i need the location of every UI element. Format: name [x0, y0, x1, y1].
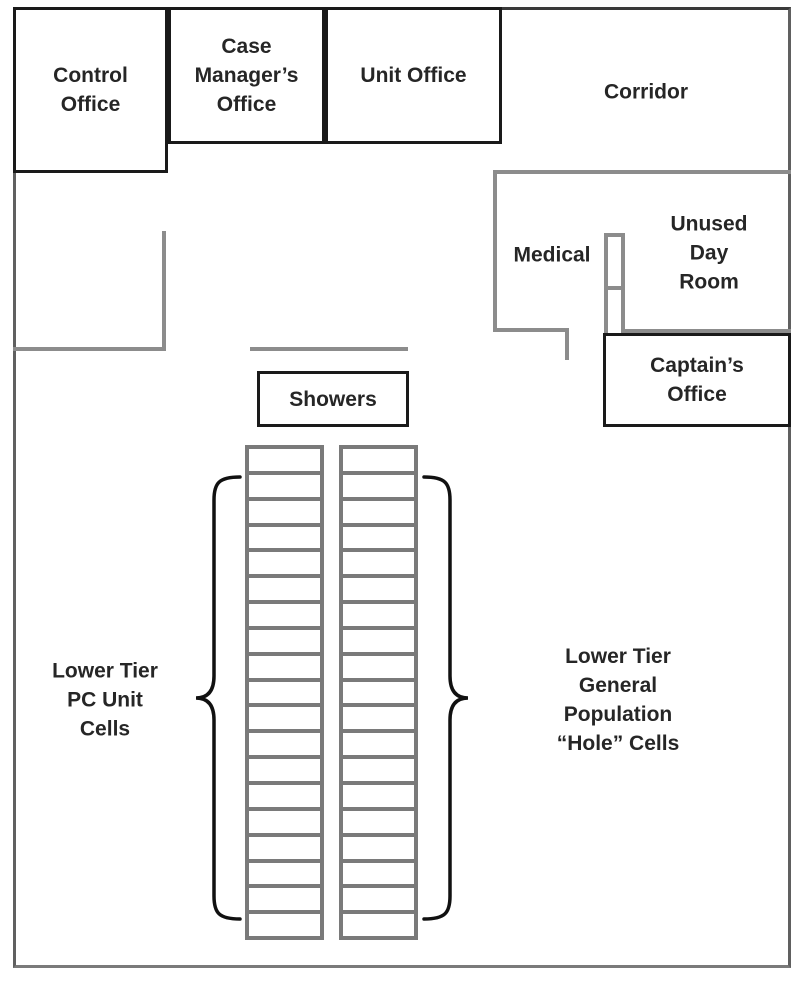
cell	[343, 858, 414, 885]
cell	[343, 729, 414, 756]
wall-medical-left	[493, 170, 497, 332]
wall-dayroom-shaft-top	[604, 233, 625, 237]
cell	[249, 884, 320, 911]
showers-label: Showers	[289, 387, 377, 411]
pc-unit-cells-label: Lower Tier PC Unit Cells	[52, 659, 158, 741]
cell	[343, 651, 414, 678]
wall-above-showers	[250, 347, 408, 351]
cell	[249, 703, 320, 730]
left-brace	[195, 475, 242, 921]
cell	[249, 600, 320, 626]
wall-dayroom-shaft-divider	[604, 286, 625, 290]
wall-pc-area-horizontal	[13, 347, 166, 351]
cell	[343, 625, 414, 652]
wall-pc-area-vertical	[162, 231, 166, 351]
cell	[343, 449, 414, 471]
unused-day-room-label: Unused Day Room	[670, 212, 748, 294]
cell	[249, 470, 320, 497]
cell	[343, 522, 414, 549]
cell	[343, 832, 414, 859]
cell	[249, 449, 320, 471]
wall-dayroom-shaft-right	[621, 233, 625, 333]
cell	[343, 677, 414, 704]
cell	[249, 755, 320, 781]
room-showers: Showers	[257, 371, 409, 427]
general-population-cells-label: Lower Tier General Population “Hole” Cel…	[556, 645, 680, 755]
cell	[249, 522, 320, 549]
room-unit-office: Unit Office	[325, 7, 502, 144]
cell	[343, 574, 414, 601]
cell	[249, 806, 320, 833]
cell	[343, 884, 414, 911]
cell	[343, 496, 414, 523]
wall-medical-bottom	[493, 328, 569, 332]
cell	[249, 548, 320, 575]
cell	[249, 677, 320, 704]
cell	[249, 910, 320, 937]
cell	[343, 755, 414, 781]
cell	[343, 806, 414, 833]
cell	[343, 600, 414, 626]
wall-dayroom-shaft-left	[604, 233, 608, 333]
unit-office-label: Unit Office	[360, 64, 467, 87]
cell	[249, 729, 320, 756]
wall-corridor-bottom	[493, 170, 791, 174]
cell	[343, 780, 414, 807]
cell-column-left	[245, 445, 324, 940]
cell	[343, 548, 414, 575]
cell	[249, 651, 320, 678]
room-control-office: Control Office	[13, 7, 168, 173]
case-managers-office-label: Case Manager’s Office	[194, 35, 299, 116]
medical-label: Medical	[513, 243, 591, 267]
cell	[249, 574, 320, 601]
captains-office-label: Captain’s Office	[650, 354, 744, 406]
cell-column-right	[339, 445, 418, 940]
wall-dayroom-bottom	[621, 329, 791, 333]
cell	[249, 832, 320, 859]
corridor-label: Corridor	[604, 80, 688, 104]
cell	[249, 625, 320, 652]
right-brace	[422, 475, 469, 921]
cell	[249, 780, 320, 807]
wall-medical-stub	[565, 328, 569, 360]
cell	[249, 496, 320, 523]
room-case-managers-office: Case Manager’s Office	[168, 7, 325, 144]
cell	[343, 910, 414, 937]
control-office-label: Control Office	[53, 64, 128, 116]
cell	[249, 858, 320, 885]
cell	[343, 470, 414, 497]
room-captains-office: Captain’s Office	[603, 333, 791, 427]
cell	[343, 703, 414, 730]
